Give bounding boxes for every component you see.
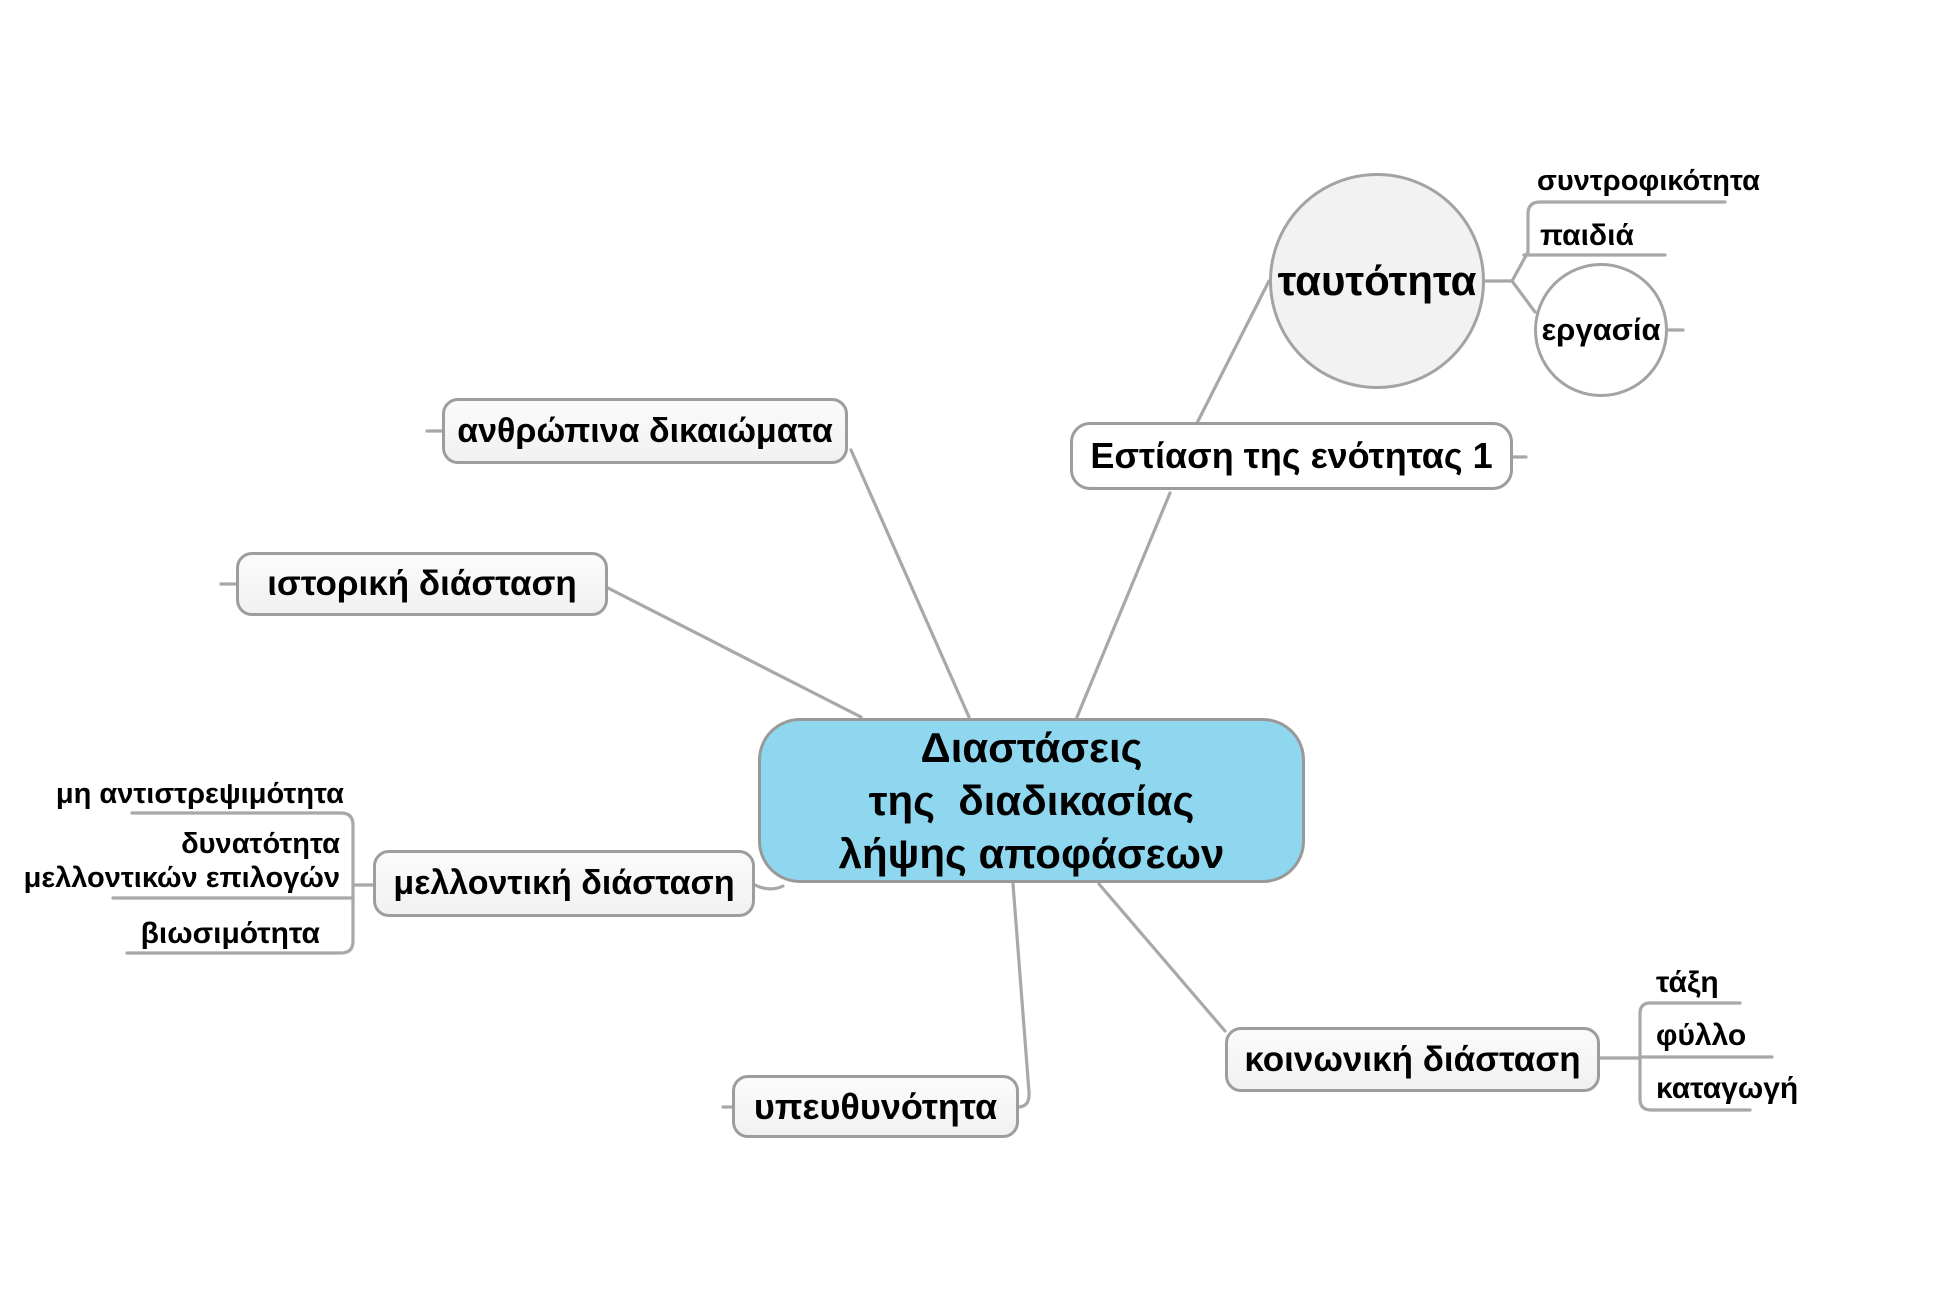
node-tautotita[interactable]: ταυτότητα <box>1269 173 1485 389</box>
branch-down-ergasia <box>1510 279 1537 314</box>
node-tautotita-label: ταυτότητα <box>1277 257 1477 304</box>
node-istoriki[interactable]: ιστορική διάσταση <box>236 552 608 616</box>
node-syntrofikotita[interactable]: συντροφικότητα <box>1537 165 1760 197</box>
bracket-mellontiki <box>125 811 355 955</box>
edge-ypefthynotita <box>1010 882 1031 1109</box>
edge-tautotita-lower <box>1075 491 1172 719</box>
node-koinoniki-label: κοινωνική διάσταση <box>1244 1039 1581 1079</box>
node-dynatotita-mellontikon[interactable]: δυνατότητα μελλοντικών επιλογών <box>23 828 340 894</box>
edge-koinoniki <box>1097 882 1227 1033</box>
edge-tautotita-upper <box>1195 279 1271 425</box>
node-taxi[interactable]: τάξη <box>1656 966 1719 999</box>
central-line-1: Διαστάσεις <box>920 724 1143 771</box>
node-mellontiki-label: μελλοντική διάσταση <box>393 864 735 902</box>
node-estiasi[interactable]: Εστίαση της ενότητας 1 <box>1070 422 1513 490</box>
node-istoriki-label: ιστορική διάσταση <box>267 564 577 603</box>
node-paidia[interactable]: παιδιά <box>1540 219 1634 252</box>
node-mellontiki[interactable]: μελλοντική διάσταση <box>373 850 755 917</box>
node-ypefthynotita[interactable]: υπευθυνότητα <box>732 1075 1019 1138</box>
node-fyllo[interactable]: φύλλο <box>1656 1019 1747 1052</box>
central-line-3: λήψης αποφάσεων <box>838 830 1225 877</box>
node-ergasia[interactable]: εργασία <box>1534 263 1668 397</box>
node-estiasi-label: Εστίαση της ενότητας 1 <box>1090 435 1493 476</box>
node-anthropina[interactable]: ανθρώπινα δικαιώματα <box>442 398 848 464</box>
bracket-syntrofikotita <box>1526 200 1727 254</box>
central-line-2: της διαδικασίας <box>868 777 1195 824</box>
node-viosimotita[interactable]: βιωσιμότητα <box>140 917 320 950</box>
edge-istoriki <box>606 586 863 719</box>
node-ypefthynotita-label: υπευθυνότητα <box>753 1085 998 1127</box>
node-ergasia-label: εργασία <box>1541 312 1661 347</box>
node-central-topic[interactable]: Διαστάσεις της διαδικασίας λήψης αποφάσε… <box>758 718 1305 883</box>
edge-mellontiki <box>753 883 785 891</box>
node-anthropina-label: ανθρώπινα δικαιώματα <box>457 411 833 450</box>
edge-anthropina <box>849 448 971 719</box>
node-koinoniki[interactable]: κοινωνική διάσταση <box>1225 1027 1600 1092</box>
branch-up <box>1510 250 1530 283</box>
node-katagogi[interactable]: καταγωγή <box>1656 1072 1799 1105</box>
node-mi-antistrepsimotita[interactable]: μη αντιστρεψιμότητα <box>55 778 344 810</box>
